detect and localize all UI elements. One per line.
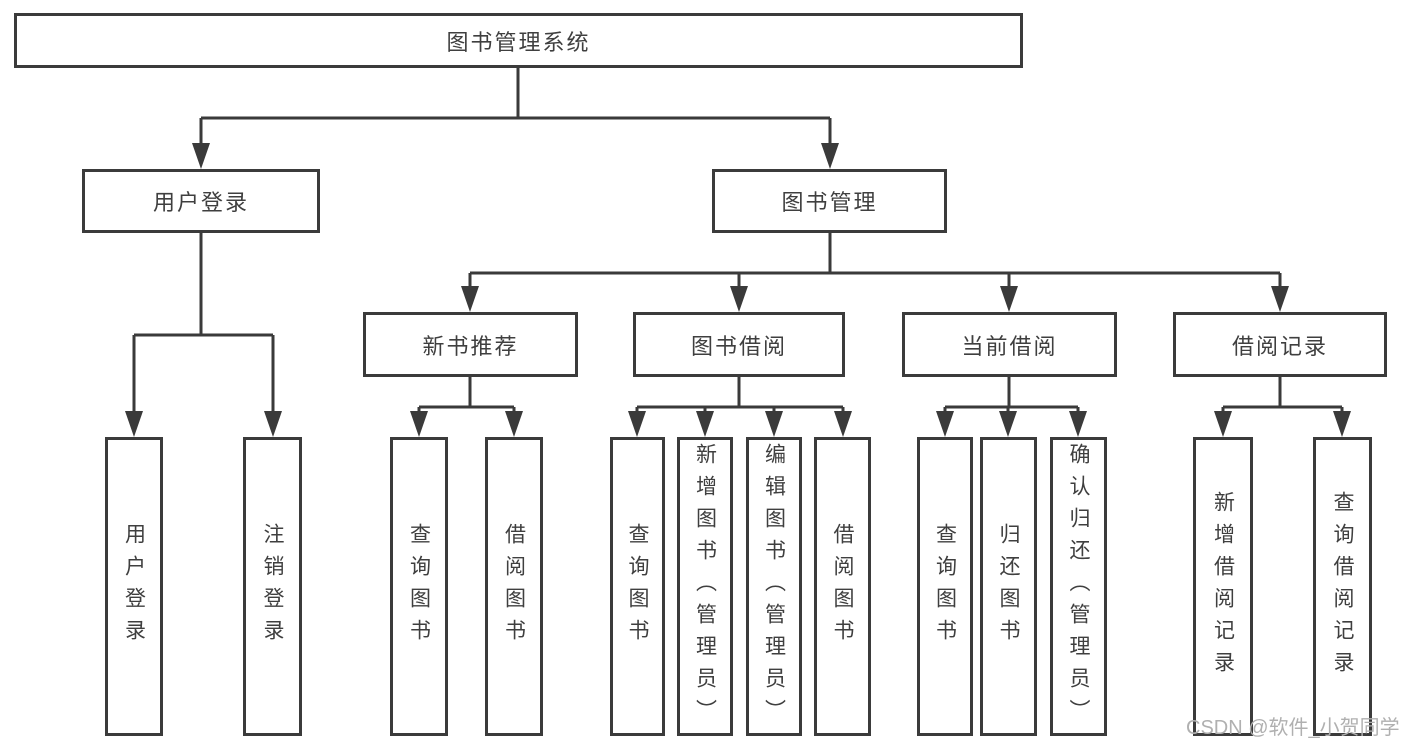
leaf-borrow-borrow-book-label: 借阅图书 [831,522,854,651]
leaf-recommend-borrow-book-label: 借阅图书 [502,522,526,651]
leaf-borrow-query-book-label: 查询图书 [626,522,649,651]
node-root-label: 图书管理系统 [446,29,591,55]
node-current-borrow: 当前借阅 [902,312,1117,377]
leaf-current-return-book: 归还图书 [980,437,1037,736]
leaf-recommend-borrow-book: 借阅图书 [485,437,543,736]
node-user-login-label: 用户登录 [152,190,249,215]
node-borrow-record: 借阅记录 [1173,312,1387,377]
leaf-current-query-book: 查询图书 [917,437,973,736]
leaf-borrow-add-book-admin-label: 新增图书（管理员） [693,442,717,731]
leaf-logout-login: 注销登录 [243,437,302,736]
leaf-current-confirm-return-admin-label: 确认归还（管理员） [1067,442,1090,731]
node-root: 图书管理系统 [14,13,1023,68]
leaf-borrow-add-book-admin: 新增图书（管理员） [677,437,733,736]
node-book-manage: 图书管理 [712,169,947,233]
leaf-user-login: 用户登录 [105,437,163,736]
leaf-logout-login-label: 注销登录 [261,522,284,651]
node-new-book-recommend-label: 新书推荐 [422,333,519,359]
leaf-borrow-borrow-book: 借阅图书 [814,437,871,736]
node-current-borrow-label: 当前借阅 [961,333,1058,359]
leaf-recommend-query-book: 查询图书 [390,437,448,736]
leaf-borrow-query-book: 查询图书 [610,437,665,736]
node-book-borrow: 图书借阅 [633,312,845,377]
leaf-current-query-book-label: 查询图书 [933,522,957,651]
leaf-current-return-book-label: 归还图书 [997,522,1020,651]
leaf-recommend-query-book-label: 查询图书 [407,522,431,651]
leaf-record-query-record: 查询借阅记录 [1313,437,1372,736]
leaf-record-add-record-label: 新增借阅记录 [1211,490,1235,683]
leaf-record-query-record-label: 查询借阅记录 [1331,490,1354,683]
leaf-record-add-record: 新增借阅记录 [1193,437,1253,736]
leaf-user-login-label: 用户登录 [122,522,146,651]
leaf-borrow-edit-book-admin-label: 编辑图书（管理员） [762,442,786,731]
node-user-login: 用户登录 [82,169,320,233]
node-borrow-record-label: 借阅记录 [1231,333,1328,359]
node-book-manage-label: 图书管理 [781,190,878,215]
node-book-borrow-label: 图书借阅 [690,333,787,359]
node-new-book-recommend: 新书推荐 [363,312,578,377]
leaf-borrow-edit-book-admin: 编辑图书（管理员） [746,437,802,736]
leaf-current-confirm-return-admin: 确认归还（管理员） [1050,437,1107,736]
